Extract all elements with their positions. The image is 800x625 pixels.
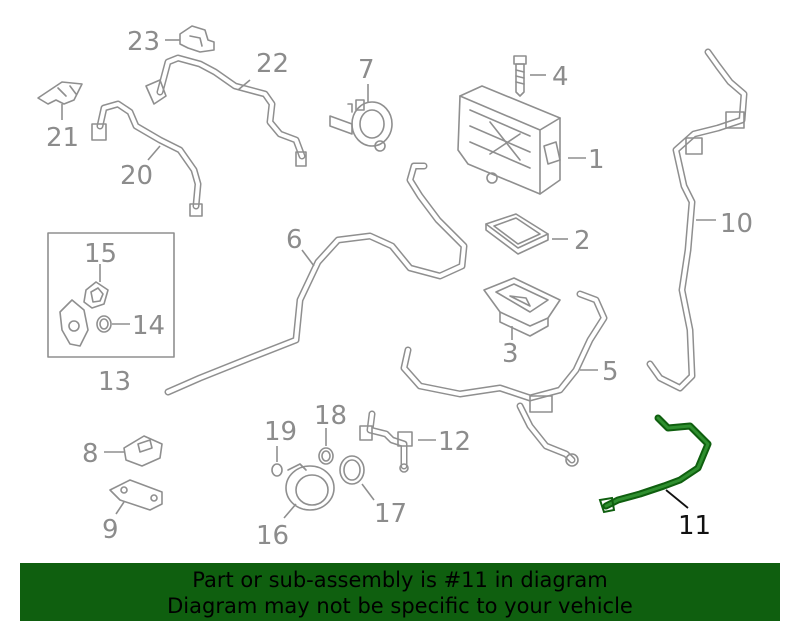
part-4-bolt (513, 55, 527, 97)
part-5-vapor-tube (400, 290, 608, 467)
callout-3: 3 (502, 339, 519, 369)
callout-8: 8 (82, 439, 99, 469)
callout-19: 19 (264, 417, 297, 447)
parts-diagram: 23 22 21 20 7 4 (37, 25, 753, 551)
callout-9: 9 (102, 515, 119, 545)
callout-15: 15 (84, 239, 117, 269)
part-13-valve (59, 299, 89, 347)
callout-23: 23 (127, 27, 160, 57)
callout-7: 7 (358, 55, 375, 85)
part-11-highlighted-tube[interactable] (598, 414, 712, 514)
callout-13: 13 (98, 367, 131, 397)
callout-5: 5 (602, 357, 619, 387)
leader-20 (147, 145, 161, 161)
part-15-seal (83, 281, 109, 309)
part-1-canister (457, 85, 561, 195)
part-13-group-box (47, 232, 175, 358)
part-21-bracket (37, 81, 83, 105)
part-2-filter (485, 213, 549, 255)
part-16-pump (285, 463, 335, 511)
callout-12: 12 (438, 427, 471, 457)
callout-16: 16 (256, 521, 289, 551)
callout-11: 11 (678, 511, 711, 541)
leader-6 (301, 249, 315, 267)
part-7-purge-valve (329, 99, 393, 152)
banner-line-1: Part or sub-assembly is #11 in diagram (192, 568, 608, 592)
part-20-vapor-line (91, 100, 203, 217)
part-10-fuel-tube (646, 48, 748, 392)
callout-21: 21 (46, 123, 79, 153)
leader-17 (361, 483, 375, 501)
part-12-tube (359, 410, 413, 473)
callout-17: 17 (374, 499, 407, 529)
part-3-filter-housing (483, 277, 561, 337)
leader-22 (237, 79, 251, 91)
part-6-vapor-tube (164, 162, 468, 396)
part-14-o-ring (96, 315, 112, 333)
leader-9 (115, 501, 125, 515)
callout-4: 4 (552, 62, 569, 92)
leader-16 (283, 503, 297, 519)
part-22-vapor-line (145, 54, 307, 167)
callout-6: 6 (286, 225, 303, 255)
callout-1: 1 (588, 145, 605, 175)
callout-18: 18 (314, 401, 347, 431)
part-23-clip (179, 25, 215, 53)
part-8-connector (123, 435, 163, 467)
banner-line-2: Diagram may not be specific to your vehi… (167, 594, 633, 618)
callout-14: 14 (132, 311, 165, 341)
callout-20: 20 (120, 161, 153, 191)
callout-10: 10 (720, 209, 753, 239)
callout-2: 2 (574, 226, 591, 256)
part-9-bracket (109, 479, 163, 511)
info-banner: Part or sub-assembly is #11 in diagram D… (20, 563, 780, 621)
part-18-o-ring (318, 447, 334, 465)
leader-11 (665, 489, 689, 509)
callout-22: 22 (256, 49, 289, 79)
part-19-washer (271, 463, 283, 477)
part-17-gasket (339, 455, 365, 485)
